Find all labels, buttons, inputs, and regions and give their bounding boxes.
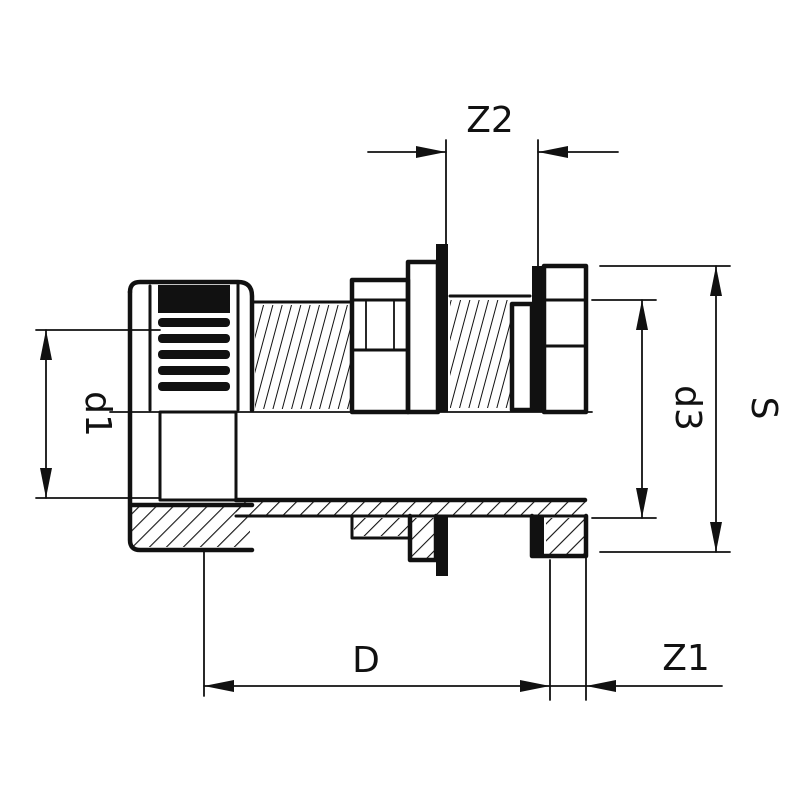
body-wall-hatch — [236, 502, 586, 516]
nut-inner-thread — [158, 318, 230, 391]
body-thread-right — [450, 300, 512, 408]
label-z2: Z2 — [466, 100, 514, 141]
dimension-d1: d1 — [35, 329, 161, 499]
label-d: D — [352, 640, 380, 681]
threaded-body — [109, 294, 593, 518]
label-d1: d1 — [77, 391, 118, 437]
union-nut — [127, 279, 255, 553]
dimension-d: D — [203, 549, 551, 701]
label-d3: d3 — [667, 385, 708, 431]
dimension-z1: Z1 — [549, 555, 723, 701]
nut-knurl-dark — [158, 285, 230, 313]
dimension-s: S — [599, 265, 784, 553]
label-s: S — [743, 397, 784, 420]
dimension-d3: d3 — [591, 299, 708, 519]
label-z1: Z1 — [662, 638, 710, 679]
dimension-z2: Z2 — [367, 100, 619, 267]
nut-section-hatch — [132, 505, 250, 547]
flange — [405, 244, 448, 576]
body-thread-left — [255, 305, 351, 409]
lock-nut — [509, 263, 589, 559]
hex-nut — [349, 277, 412, 540]
